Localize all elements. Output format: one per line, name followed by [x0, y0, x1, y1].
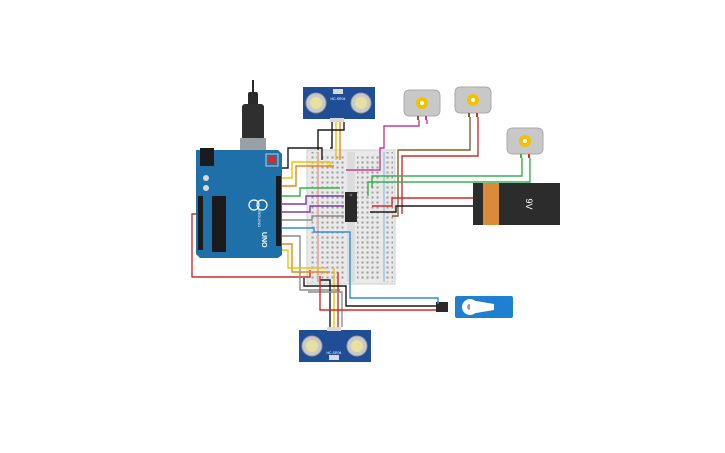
battery-label: 9V	[524, 198, 534, 209]
dc-motor-1[interactable]	[403, 89, 441, 120]
ultrasonic-sensor-bottom[interactable]: HC-SR04	[299, 327, 371, 362]
dc-motor-3[interactable]	[506, 127, 544, 158]
arduino-brand-label: ARDUINO	[257, 209, 262, 227]
wires	[191, 117, 531, 327]
battery-9v[interactable]: 9V	[473, 183, 560, 225]
arduino-uno-board[interactable]: ARDUINO UNO	[196, 80, 282, 258]
dc-motor-2[interactable]	[454, 86, 492, 117]
sensor-top-label: HC-SR04	[331, 97, 346, 101]
arduino-model-label: UNO	[260, 232, 267, 248]
servo-motor[interactable]	[436, 296, 513, 318]
usb-cable-icon	[248, 92, 258, 106]
ultrasonic-sensor-top[interactable]: HC-SR04	[303, 87, 375, 122]
motor-driver-chip[interactable]	[345, 192, 357, 222]
sensor-bottom-label: HC-SR04	[327, 351, 342, 355]
